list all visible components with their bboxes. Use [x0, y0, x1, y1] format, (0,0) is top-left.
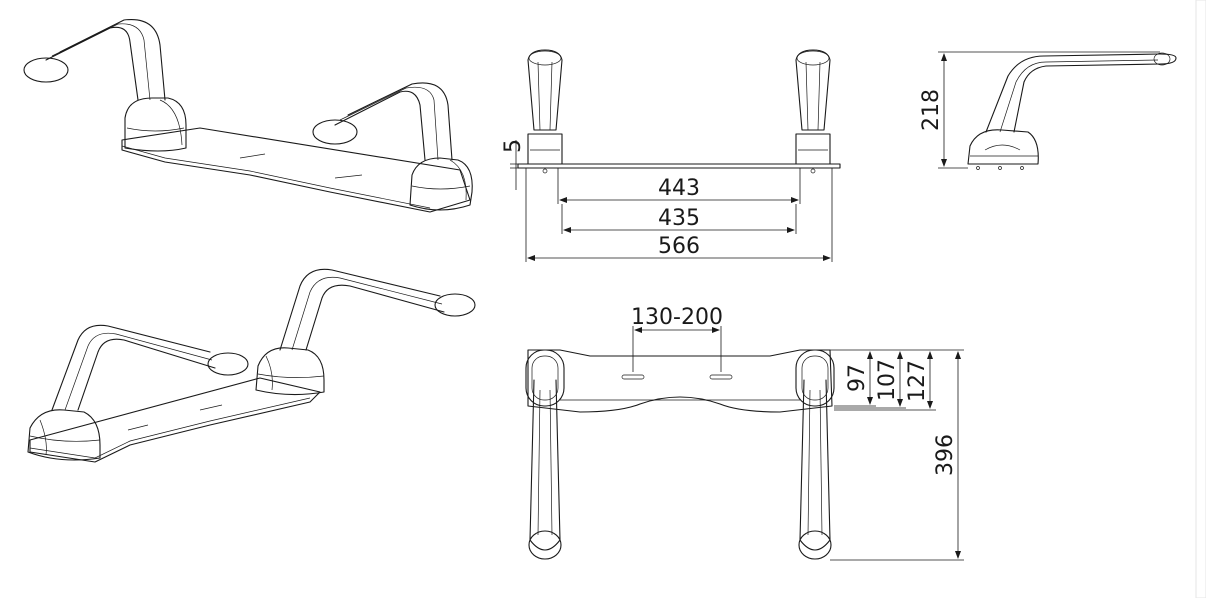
dim-depth-c: 127 [905, 360, 930, 402]
dim-overall-depth: 396 [933, 434, 958, 476]
dim-front-height: 5 [501, 139, 526, 153]
dim-overall-width: 566 [658, 234, 700, 259]
dim-inner-width: 443 [658, 176, 700, 201]
dim-depth-a: 97 [845, 364, 870, 392]
isometric-view-rear [27, 268, 476, 463]
top-view: 130-200 97 107 127 396 [525, 305, 964, 561]
side-view: 218 [919, 51, 1177, 170]
dim-clamp-width: 435 [658, 206, 700, 231]
dim-slot-spacing: 130-200 [631, 305, 723, 330]
dim-depth-b: 107 [875, 359, 900, 401]
dim-side-height: 218 [919, 89, 944, 131]
isometric-view-front [23, 18, 473, 213]
front-view: 5 443 435 566 [501, 49, 841, 262]
